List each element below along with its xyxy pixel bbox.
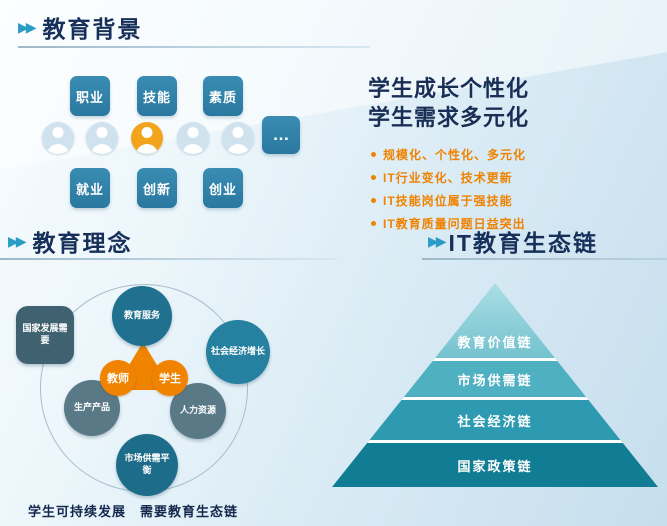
headline-line-1: 学生成长个性化 [368, 76, 530, 101]
tile-entrepreneurship: 创业 [203, 168, 243, 208]
person-head [187, 127, 199, 138]
person-head [52, 127, 64, 138]
double-arrow-icon: ▶▶ [18, 18, 36, 35]
bullet-item: IT教育质量问题日益突出 [371, 215, 526, 232]
node-market-balance: 市场供需平衡 [116, 434, 178, 496]
headline-line-2: 学生需求多元化 [368, 105, 530, 131]
bullet-text: IT行业变化、技术更新 [383, 171, 513, 185]
person-body [227, 144, 249, 154]
section-background-header: ▶▶ 教育背景 [18, 10, 143, 44]
node-socioeconomic-growth: 社会经济增长 [206, 320, 270, 384]
section-chain-header: ▶▶ IT教育生态链 [428, 224, 598, 258]
section-philosophy-header: ▶▶ 教育理念 [8, 224, 133, 258]
bullet-text: IT技能岗位属于强技能 [383, 194, 513, 208]
ecosystem-diagram: 教育服务 国家发展需要 社会经济增长 生产产品 人力资源 市场供需平衡 教师 学… [10, 276, 278, 512]
person-icon [177, 122, 209, 154]
pyramid-layer-socioeconomic: 社会经济链 [332, 397, 658, 440]
node-teacher: 教师 [100, 360, 136, 396]
ellipsis-tile: … [262, 116, 300, 154]
section-divider [0, 258, 338, 260]
section-divider [18, 46, 370, 48]
person-icon [42, 122, 74, 154]
node-education-service: 教育服务 [112, 286, 172, 346]
person-head [141, 127, 153, 138]
bullet-item: IT行业变化、技术更新 [371, 169, 526, 186]
node-national-development: 国家发展需要 [16, 306, 74, 364]
person-icon-highlighted [131, 122, 163, 154]
section-chain-title: IT教育生态链 [448, 230, 598, 256]
person-icon [86, 122, 118, 154]
bullet-item: IT技能岗位属于强技能 [371, 192, 526, 209]
person-body [136, 144, 158, 154]
tile-quality: 素质 [203, 76, 243, 116]
person-body [182, 144, 204, 154]
bullet-dot-icon [371, 221, 376, 226]
pyramid-layer-market-supply: 市场供需链 [332, 358, 658, 397]
bullet-dot-icon [371, 198, 376, 203]
bullet-dot-icon [371, 175, 376, 180]
headline-block: 学生成长个性化 学生需求多元化 [368, 74, 529, 132]
double-arrow-icon: ▶▶ [8, 232, 26, 249]
ecosystem-pyramid: 教育价值链 市场供需链 社会经济链 国家政策链 [332, 283, 658, 487]
philosophy-caption: 学生可持续发展 需要教育生态链 [28, 504, 239, 519]
bullet-text: 规模化、个性化、多元化 [383, 148, 527, 162]
tile-innovation: 创新 [137, 168, 177, 208]
tile-skill: 技能 [137, 76, 177, 116]
pyramid-layer-education-value: 教育价值链 [332, 283, 658, 358]
bullet-list: 规模化、个性化、多元化 IT行业变化、技术更新 IT技能岗位属于强技能 IT教育… [371, 146, 526, 238]
tile-occupation: 职业 [70, 76, 110, 116]
section-background-title: 教育背景 [42, 16, 143, 42]
double-arrow-icon: ▶▶ [428, 232, 446, 249]
section-divider [422, 258, 667, 260]
pyramid-layer-national-policy: 国家政策链 [332, 440, 658, 487]
tile-employment: 就业 [70, 168, 110, 208]
person-head [96, 127, 108, 138]
bullet-item: 规模化、个性化、多元化 [371, 146, 526, 163]
person-body [91, 144, 113, 154]
person-icon [222, 122, 254, 154]
node-student: 学生 [152, 360, 188, 396]
person-body [47, 144, 69, 154]
section-philosophy-title: 教育理念 [32, 230, 133, 256]
bullet-text: IT教育质量问题日益突出 [383, 217, 526, 231]
person-head [232, 127, 244, 138]
bullet-dot-icon [371, 152, 376, 157]
